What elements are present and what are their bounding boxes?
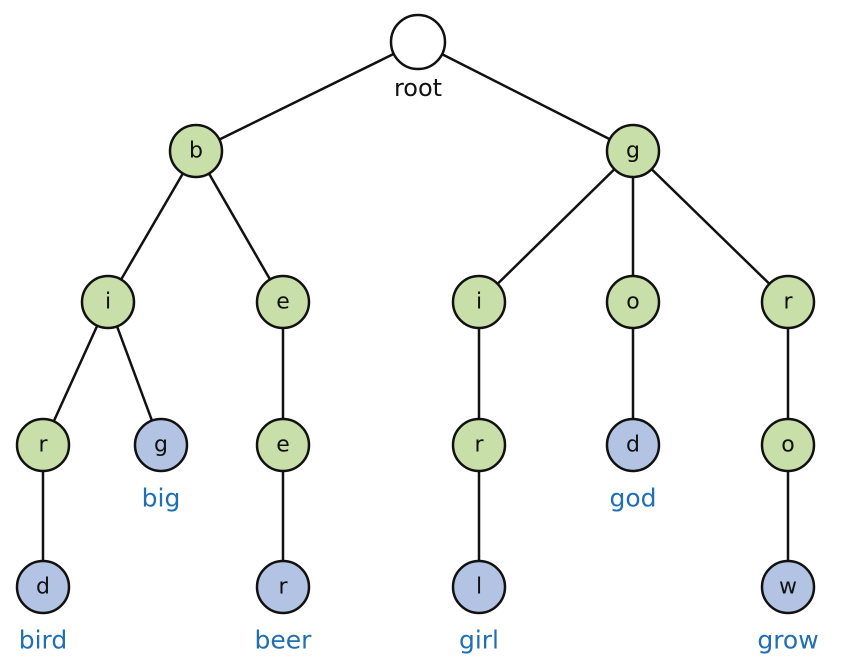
word-label-beer: beer: [255, 626, 313, 655]
node-letter: e: [276, 433, 290, 458]
word-label-big: big: [142, 484, 181, 513]
word-label-bird: bird: [19, 626, 68, 655]
trie-node-gro: o: [760, 417, 816, 473]
node-letter: o: [781, 433, 794, 458]
edge-root-b: [195, 40, 419, 153]
node-circle: [15, 559, 71, 615]
node-letter: w: [779, 575, 797, 600]
edge-b-be: [194, 150, 285, 303]
node-circle: [133, 417, 189, 473]
node-letter: d: [626, 433, 640, 458]
nodes-layer: b g i e i o r r g e r d o d r l w: [15, 13, 816, 615]
trie-node-gir: r: [451, 417, 507, 473]
node-letter: i: [476, 290, 482, 315]
node-circle: [451, 274, 507, 330]
root-label: root: [394, 74, 442, 102]
node-circle: [15, 417, 71, 473]
node-letter: d: [36, 575, 50, 600]
node-circle: [255, 559, 311, 615]
node-letter: g: [626, 139, 640, 164]
node-letter: g: [154, 433, 168, 458]
node-circle: [605, 123, 661, 179]
trie-node-girl: l: [451, 559, 507, 615]
node-circle: [451, 417, 507, 473]
word-label-god: god: [609, 484, 656, 513]
node-letter: b: [189, 139, 203, 164]
edge-g-gr: [632, 150, 789, 303]
trie-node-bi: i: [80, 274, 136, 330]
trie-node-bee: e: [255, 417, 311, 473]
node-circle: [80, 274, 136, 330]
node-circle: [389, 13, 447, 71]
node-letter: l: [476, 575, 482, 600]
node-circle: [255, 417, 311, 473]
trie-node-grow: w: [760, 559, 816, 615]
trie-node-gi: i: [451, 274, 507, 330]
node-circle: [605, 274, 661, 330]
word-label-grow: grow: [757, 626, 818, 655]
node-circle: [168, 123, 224, 179]
trie-node-be: e: [255, 274, 311, 330]
node-circle: [451, 559, 507, 615]
node-letter: o: [626, 290, 639, 315]
node-letter: r: [474, 433, 484, 458]
trie-node-big: g: [133, 417, 189, 473]
trie-node-gr: r: [760, 274, 816, 330]
trie-node-g: g: [605, 123, 661, 179]
trie-node-go: o: [605, 274, 661, 330]
node-letter: e: [276, 290, 290, 315]
node-circle: [760, 559, 816, 615]
node-letter: r: [783, 290, 793, 315]
node-letter: i: [105, 290, 111, 315]
node-letter: r: [38, 433, 48, 458]
edge-g-gi: [478, 150, 634, 303]
node-letter: r: [278, 575, 288, 600]
trie-node-bir: r: [15, 417, 71, 473]
trie-node-root: [389, 13, 447, 71]
trie-node-beer: r: [255, 559, 311, 615]
node-circle: [605, 417, 661, 473]
node-circle: [760, 417, 816, 473]
trie-node-bird: d: [15, 559, 71, 615]
edge-b-bi: [106, 150, 198, 303]
trie-node-god: d: [605, 417, 661, 473]
trie-node-b: b: [168, 123, 224, 179]
edge-root-g: [417, 40, 634, 153]
node-circle: [255, 274, 311, 330]
word-label-girl: girl: [459, 626, 499, 655]
node-circle: [760, 274, 816, 330]
